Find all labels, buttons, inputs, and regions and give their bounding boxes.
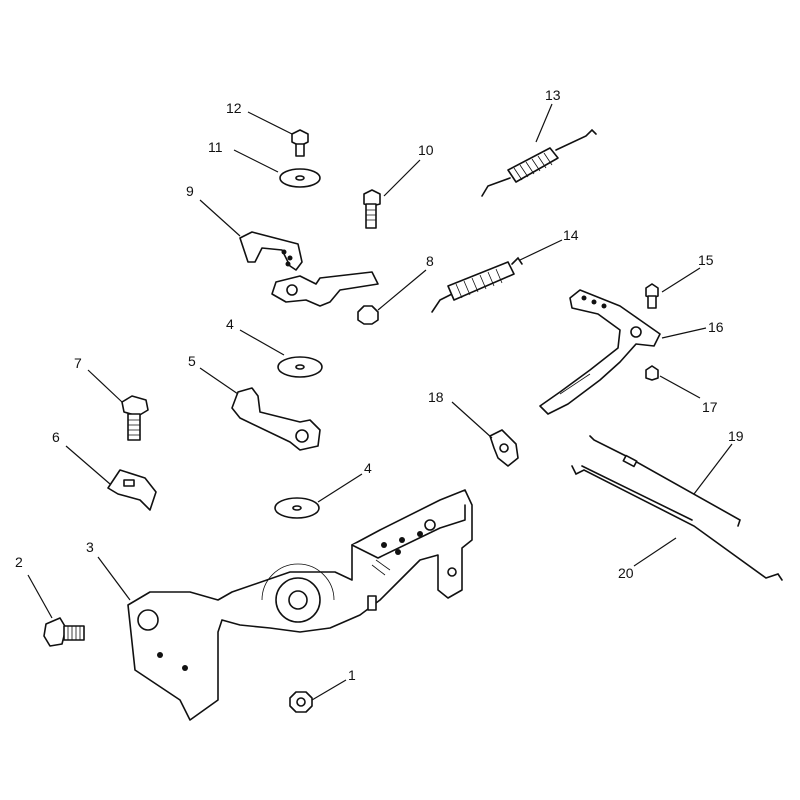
- leader-16: [661, 327, 707, 339]
- part-4-washer-lower: [274, 497, 320, 519]
- callout-9: 9: [186, 183, 194, 199]
- callout-17: 17: [702, 399, 718, 415]
- leader-7: [87, 369, 123, 403]
- callout-18: 18: [428, 389, 444, 405]
- callout-12: 12: [226, 100, 242, 116]
- leader-9: [199, 199, 241, 237]
- leader-1: [311, 679, 347, 701]
- callout-10: 10: [418, 142, 434, 158]
- part-15-bolt: [645, 283, 659, 309]
- leader-13: [535, 103, 553, 143]
- leader-5: [199, 367, 239, 395]
- part-10-bolt: [363, 189, 381, 229]
- callout-14: 14: [563, 227, 579, 243]
- callout-15: 15: [698, 252, 714, 268]
- callout-16: 16: [708, 319, 724, 335]
- callout-4-upper: 4: [226, 316, 234, 332]
- part-19-link-rod: [589, 435, 741, 527]
- leader-8: [377, 269, 427, 311]
- part-13-spring: [481, 128, 597, 197]
- leader-15: [661, 267, 701, 293]
- callout-3: 3: [86, 539, 94, 555]
- leader-20: [633, 537, 677, 567]
- leader-18: [451, 401, 493, 439]
- part-20-link-rod: [571, 465, 783, 581]
- part-16-throttle-lever: [539, 289, 661, 415]
- callout-numbers: 1 2 3 4 4 5 6 7 8 9 10 11 12 13 14 15 16…: [15, 87, 744, 683]
- part-18-clamp: [489, 429, 519, 467]
- part-4-washer-upper: [277, 356, 323, 378]
- part-8-nut: [357, 305, 379, 325]
- leader-11: [233, 149, 279, 173]
- part-17-nut: [645, 365, 659, 381]
- part-6-clip: [107, 469, 157, 511]
- callout-1: 1: [348, 667, 356, 683]
- leader-10: [383, 159, 421, 197]
- callout-11: 11: [208, 139, 223, 155]
- leader-2: [27, 574, 53, 619]
- callout-13: 13: [545, 87, 561, 103]
- callout-19: 19: [728, 428, 744, 444]
- leader-19: [693, 443, 733, 495]
- part-11-washer: [279, 168, 321, 188]
- callout-4-lower: 4: [364, 460, 372, 476]
- leader-14: [519, 239, 563, 261]
- part-12-screw: [291, 129, 309, 157]
- part-14-spring: [431, 256, 523, 313]
- leader-12: [247, 111, 293, 135]
- callout-20: 20: [618, 565, 634, 581]
- callout-7: 7: [74, 355, 82, 371]
- leader-6: [65, 445, 111, 485]
- part-1-nut: [289, 691, 313, 713]
- callout-8: 8: [426, 253, 434, 269]
- part-5-lever-plate: [231, 387, 321, 451]
- leader-17: [659, 375, 701, 399]
- leader-4-upper: [239, 329, 285, 356]
- part-2-flange-bolt: [43, 617, 85, 647]
- part-3-control-bracket: [127, 489, 473, 721]
- leader-4-lower: [317, 473, 363, 503]
- part-7-bolt: [121, 395, 149, 441]
- callout-6: 6: [52, 429, 60, 445]
- leader-lines: [27, 103, 733, 701]
- part-9-governor-arm: [239, 231, 379, 307]
- callout-2: 2: [15, 554, 23, 570]
- callout-5: 5: [188, 353, 196, 369]
- leader-3: [97, 556, 131, 601]
